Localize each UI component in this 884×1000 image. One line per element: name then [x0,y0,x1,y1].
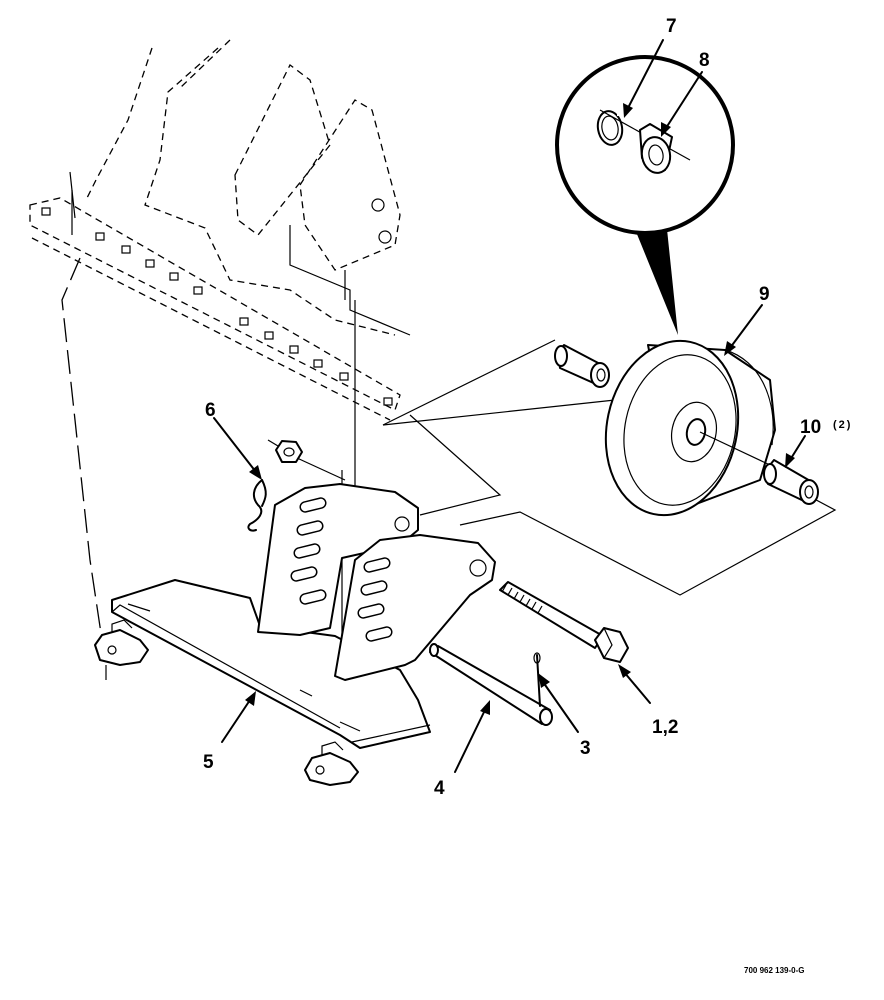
callout-9: 9 [759,284,770,305]
callout-7: 7 [666,16,677,37]
wheel-bushing-left [554,344,610,388]
hex-bolt [499,581,629,663]
callout-5: 5 [203,752,214,773]
guard-hook-left [94,619,149,666]
guard-hook-right [304,741,359,786]
header-frame-phantom [85,39,411,336]
cutterbar-phantom [29,171,401,421]
callout-3: 3 [580,738,591,759]
hair-pin-clip [247,479,267,532]
callout-8: 8 [699,50,710,71]
front-bracket [334,534,496,681]
clevis-pin [429,643,553,726]
snap-ring [596,110,624,146]
detail-bubble [555,55,735,335]
cotter-pin [533,652,541,707]
callout-4: 4 [434,778,445,799]
rear-bracket [257,483,419,636]
drawing-number: 700 962 139-0-G [744,966,805,975]
bearing [639,123,673,174]
callout-10: 10 [800,417,821,438]
callout-1-2: 1,2 [652,717,678,738]
hex-nut [275,440,303,463]
callout-6: 6 [205,400,216,421]
skid-shoe [111,579,431,749]
gauge-wheel [604,339,776,517]
callout-arrows [213,39,806,773]
wheel-bushing-right [763,459,819,505]
callout-10-qty: (2) [833,419,852,431]
